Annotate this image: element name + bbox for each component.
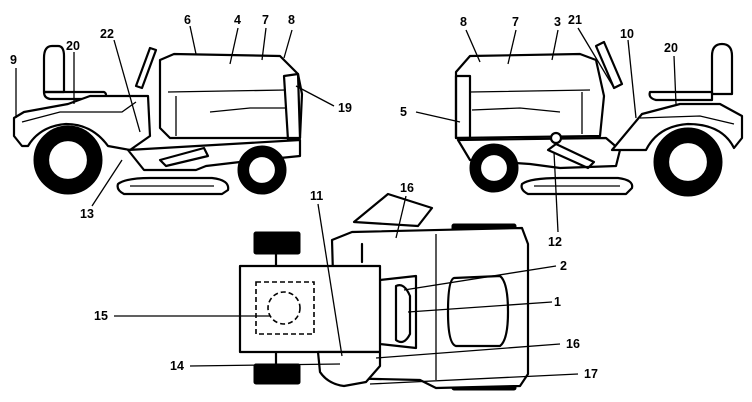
- left-hood: [158, 52, 304, 140]
- right-rear-fender: [610, 102, 744, 152]
- top-lower-shroud: [316, 350, 382, 388]
- right-steering-wheel: [594, 40, 624, 90]
- callout-22: 22: [100, 27, 114, 41]
- top-steering-wheel: [394, 284, 412, 344]
- leader-lines: [15, 25, 677, 385]
- callout-4: 4: [234, 13, 241, 27]
- top-front-tire-upper: [253, 231, 301, 255]
- callout-2: 2: [560, 259, 567, 273]
- callout-16-top: 16: [400, 181, 414, 195]
- right-tractor-side-view: [454, 40, 744, 197]
- right-lever: [546, 142, 596, 170]
- callout-20-left: 20: [66, 39, 80, 53]
- callout-1: 1: [554, 295, 561, 309]
- callout-7-right: 7: [512, 15, 519, 29]
- left-steering-wheel: [134, 46, 158, 90]
- callout-15: 15: [94, 309, 108, 323]
- left-front-wheel-rim: [246, 154, 278, 186]
- right-front-wheel-rim: [478, 152, 510, 184]
- callout-9: 9: [10, 53, 17, 67]
- callout-10: 10: [620, 27, 634, 41]
- callout-11: 11: [310, 189, 323, 203]
- top-front-tire-lower: [253, 363, 301, 385]
- tractor-top-view: [238, 192, 530, 391]
- callout-3: 3: [554, 15, 561, 29]
- callout-13: 13: [80, 207, 94, 221]
- left-rear-wheel-rim: [46, 138, 90, 182]
- callout-5: 5: [400, 105, 407, 119]
- left-hood-grille: [282, 72, 302, 142]
- left-seat-back: [42, 44, 66, 94]
- left-tractor-side-view: [12, 44, 304, 196]
- left-lever: [158, 146, 210, 168]
- callout-20-right: 20: [664, 41, 678, 55]
- right-lever-knob: [549, 131, 563, 145]
- callout-17: 17: [584, 367, 598, 381]
- top-seat-cushion: [446, 274, 510, 348]
- callout-14: 14: [170, 359, 184, 373]
- callout-16-bottom: 16: [566, 337, 580, 351]
- top-engine-circle: [267, 291, 301, 325]
- right-rear-wheel-rim: [666, 140, 710, 184]
- callout-8-right: 8: [460, 15, 467, 29]
- callout-12: 12: [548, 235, 562, 249]
- right-hood-grille: [454, 74, 472, 140]
- callout-6: 6: [184, 13, 191, 27]
- right-hood-seam: [469, 89, 591, 134]
- callout-8-left: 8: [288, 13, 295, 27]
- callout-labels: 9 20 22 6 4 7 8 19 13 8 7 3 21 10 20 5 1…: [10, 13, 678, 381]
- callout-7-left: 7: [262, 13, 269, 27]
- left-hood-seam: [167, 89, 287, 136]
- right-fender-line: [639, 115, 735, 125]
- callout-19: 19: [338, 101, 352, 115]
- top-hood: [238, 264, 382, 354]
- right-seat-cushion: [648, 90, 714, 102]
- callout-21: 21: [568, 13, 582, 27]
- left-rear-fender: [12, 94, 152, 152]
- top-seat-back: [352, 192, 434, 228]
- right-seat-back: [710, 42, 734, 96]
- right-hood: [454, 52, 606, 140]
- top-engine-dashed: [255, 281, 315, 335]
- left-fender-line: [21, 101, 137, 123]
